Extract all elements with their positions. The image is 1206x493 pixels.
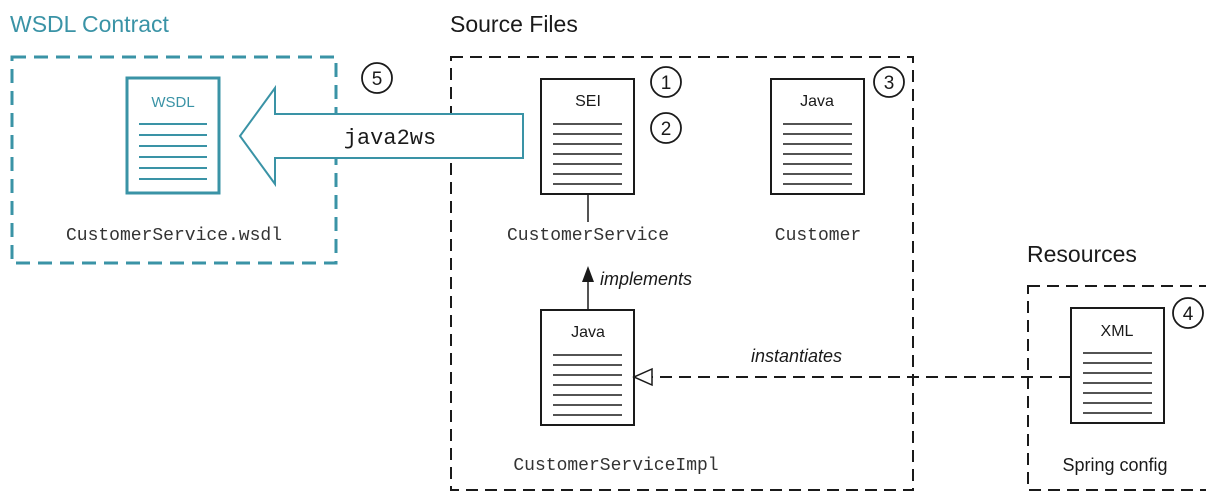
instantiates-arrowhead bbox=[632, 367, 653, 387]
wsdl-document-icon bbox=[125, 76, 221, 195]
customer-document-icon bbox=[770, 78, 865, 195]
sei-document-icon bbox=[540, 78, 635, 195]
step-marker-1: 1 bbox=[650, 66, 682, 98]
step-marker-4: 4 bbox=[1172, 297, 1204, 329]
sei-caption: CustomerService bbox=[507, 226, 669, 246]
source-files-title: Source Files bbox=[450, 11, 578, 37]
customer-caption: Customer bbox=[775, 226, 861, 246]
impl-document-label: Java bbox=[571, 324, 605, 341]
step-number-3: 3 bbox=[884, 73, 895, 94]
wsdl-file-caption: CustomerService.wsdl bbox=[66, 226, 282, 246]
resources-boundary bbox=[1027, 285, 1206, 491]
step-number-5: 5 bbox=[372, 69, 383, 90]
resources-title: Resources bbox=[1027, 241, 1137, 267]
java2ws-arrow-label: java2ws bbox=[344, 126, 436, 151]
wsdl-document-label: WSDL bbox=[151, 94, 194, 111]
step-marker-2: 2 bbox=[650, 112, 682, 144]
step-number-4: 4 bbox=[1183, 304, 1194, 325]
xml-document-label: XML bbox=[1101, 323, 1134, 340]
spring-config-caption: Spring config bbox=[1062, 455, 1167, 475]
xml-document-icon bbox=[1070, 307, 1165, 424]
step-marker-5: 5 bbox=[361, 62, 393, 94]
step-marker-3: 3 bbox=[873, 66, 905, 98]
implements-arrowhead bbox=[582, 266, 594, 282]
customer-document-label: Java bbox=[800, 93, 834, 110]
step-number-1: 1 bbox=[661, 73, 672, 94]
wsdl-contract-boundary bbox=[10, 55, 338, 265]
implements-label: implements bbox=[600, 269, 692, 289]
source-files-boundary bbox=[450, 56, 914, 491]
instantiates-label: instantiates bbox=[751, 346, 842, 366]
sei-document-label: SEI bbox=[575, 93, 601, 110]
java2ws-arrow bbox=[238, 84, 524, 188]
wsdl-contract-title: WSDL Contract bbox=[10, 11, 170, 37]
impl-document-icon bbox=[540, 309, 635, 426]
impl-caption: CustomerServiceImpl bbox=[513, 456, 718, 476]
step-number-2: 2 bbox=[661, 119, 672, 140]
